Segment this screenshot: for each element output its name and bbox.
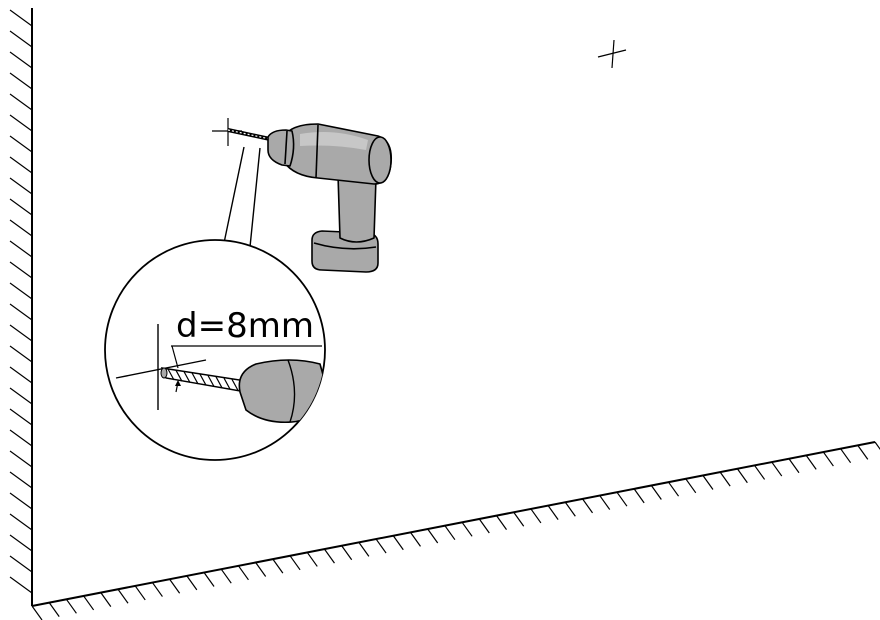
wall-hatch-mark: [9, 555, 33, 573]
floor-hatch-mark: [272, 558, 284, 574]
floor-hatch-mark: [788, 458, 800, 474]
wall-hatch-mark: [9, 198, 33, 216]
wall-hatch-mark: [9, 282, 33, 300]
floor-hatch-mark: [564, 501, 576, 517]
floor-hatch: [31, 441, 880, 620]
wall-hatch-mark: [9, 219, 33, 237]
wall-hatch-mark: [9, 93, 33, 111]
wall-hatch-mark: [9, 366, 33, 384]
floor-hatch-mark: [151, 582, 163, 597]
floor-hatch-mark: [822, 451, 834, 467]
floor-hatch-mark: [805, 455, 817, 470]
floor-hatch-mark: [461, 521, 473, 537]
floor-hatch-mark: [616, 491, 628, 507]
floor-hatch-mark: [323, 548, 335, 564]
floor-hatch-mark: [237, 565, 249, 581]
floor-hatch-mark: [65, 598, 77, 614]
magnifier-circle: d=8mm: [104, 239, 326, 461]
wall-hatch-mark: [9, 303, 33, 321]
wall-hatch-mark: [9, 408, 33, 426]
floor-hatch-mark: [117, 588, 129, 604]
wall-hatch-mark: [9, 429, 33, 447]
wall-hatch-mark: [9, 72, 33, 90]
wall-hatch-mark: [9, 492, 33, 510]
dimension-leader: [171, 345, 179, 369]
floor-hatch-mark: [478, 518, 490, 534]
floor-hatch-mark: [358, 542, 370, 557]
drill-bit: [227, 128, 271, 141]
wall-hatch-mark: [9, 471, 33, 489]
callout-pointer: [223, 146, 261, 248]
floor-hatch-mark: [582, 498, 594, 514]
floor-hatch-mark: [410, 532, 421, 547]
floor-hatch-mark: [702, 475, 714, 490]
floor-hatch-mark: [169, 578, 181, 594]
floor-hatch-mark: [83, 595, 95, 611]
wall-hatch-mark: [9, 156, 33, 174]
wall-hatch-mark: [9, 114, 33, 132]
floor-hatch-mark: [186, 575, 198, 591]
wall-hatch-mark: [9, 534, 33, 552]
cordless-drill: [267, 123, 393, 273]
floor-hatch-mark: [134, 585, 146, 601]
floor-hatch-mark: [31, 605, 43, 620]
floor-hatch-mark: [650, 485, 662, 500]
floor-hatch-mark: [754, 465, 766, 480]
floor-hatch-mark: [220, 568, 232, 584]
floor-hatch-mark: [48, 602, 60, 618]
wall-hatch-mark: [9, 513, 33, 531]
floor-hatch-mark: [685, 478, 697, 494]
floor-hatch-mark: [100, 592, 112, 607]
floor-hatch-mark: [496, 515, 507, 530]
wall-hatch-mark: [9, 177, 33, 195]
wall-hatch-mark: [9, 345, 33, 363]
diameter-label: d=8mm: [176, 306, 314, 346]
floor-hatch-mark: [874, 441, 880, 451]
floor-hatch-mark: [530, 508, 542, 524]
floor-hatch-mark: [289, 555, 301, 571]
floor-hatch-mark: [392, 535, 404, 551]
floor-hatch-mark: [840, 448, 852, 464]
wall-hatch-mark: [9, 240, 33, 258]
floor-hatch-mark: [633, 488, 645, 504]
floor-hatch-mark: [736, 468, 748, 484]
floor-hatch-mark: [513, 511, 525, 527]
wall-hatch-mark: [9, 135, 33, 153]
wall-hatch-mark: [9, 576, 33, 594]
floor-hatch-mark: [306, 552, 318, 567]
floor-hatch-mark: [771, 461, 783, 477]
wall-hatch-mark: [9, 261, 33, 279]
floor-hatch-mark: [341, 545, 353, 561]
floor-edge-line: [31, 441, 876, 607]
drill-chuck: [267, 129, 295, 167]
floor-hatch-mark: [599, 495, 611, 510]
floor-hatch-mark: [547, 505, 559, 520]
wall-hatch-mark: [9, 450, 33, 468]
floor-hatch-mark: [427, 528, 439, 544]
wall-hatch-mark: [9, 324, 33, 342]
zoom-crosshair-horizontal: [115, 359, 207, 379]
floor-hatch-mark: [375, 538, 387, 554]
floor-hatch-mark: [444, 525, 456, 541]
wall-hatch-mark: [9, 387, 33, 405]
floor-hatch-mark: [719, 471, 731, 487]
zoom-drill-chuck: [238, 359, 325, 424]
second-hole-mark: [597, 39, 627, 69]
wall-hatch-mark: [9, 30, 33, 48]
floor-hatch-mark: [668, 481, 680, 497]
floor-hatch-mark: [857, 444, 869, 460]
drill-rear-cap: [368, 136, 392, 184]
wall-hatch-mark: [9, 9, 33, 27]
floor-hatch-mark: [203, 572, 215, 587]
wall-hatch-mark: [9, 51, 33, 69]
floor-hatch-mark: [255, 562, 267, 577]
drill-handle: [337, 174, 377, 243]
wall-hatch: [9, 9, 33, 594]
